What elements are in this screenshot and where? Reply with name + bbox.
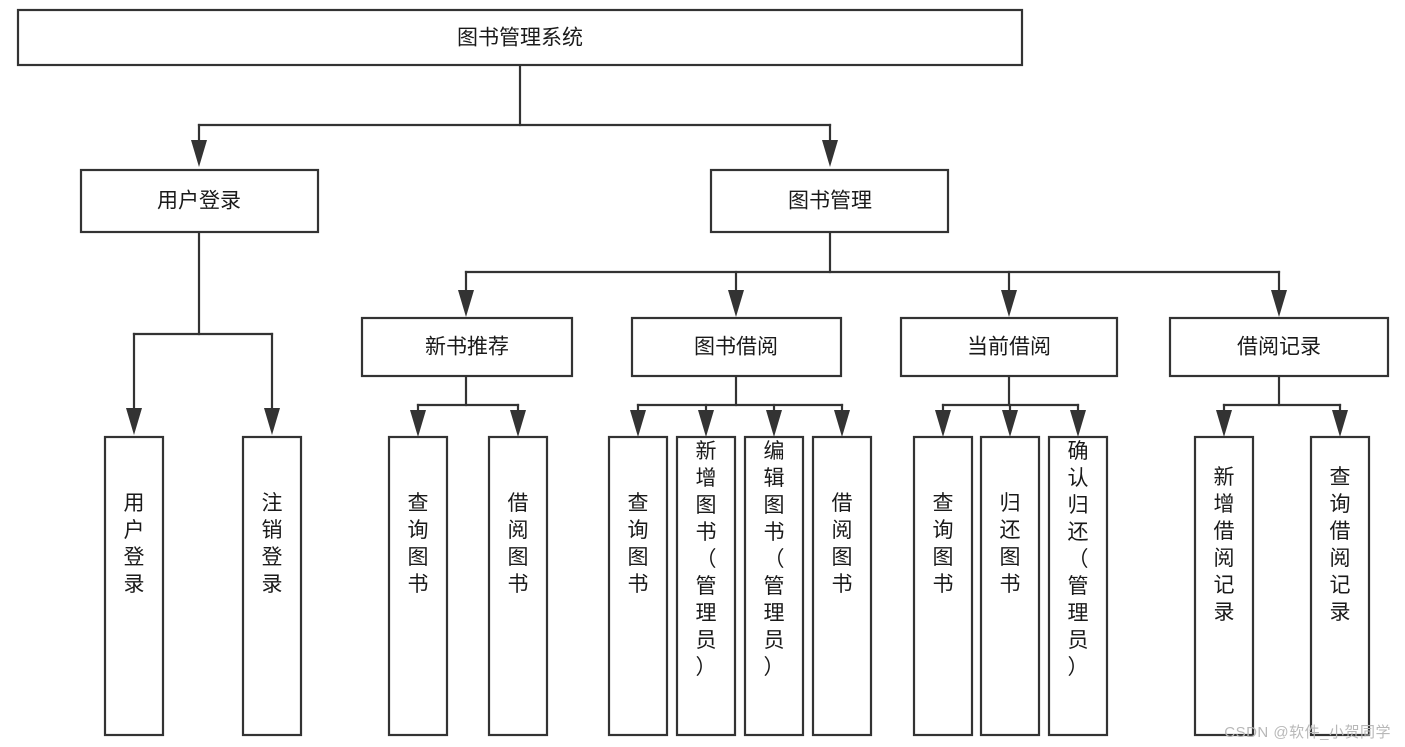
arrow-head-icon: [1216, 410, 1232, 437]
node-leaf10-label: 归还图书: [1000, 492, 1021, 596]
arrow-head-icon: [1001, 290, 1017, 317]
node-login-label: 用户登录: [157, 190, 241, 213]
node-leaf13[interactable]: 查询借阅记录: [1309, 435, 1371, 737]
node-leaf8[interactable]: 借阅图书: [811, 435, 873, 737]
connector-bookmgmt-to-level3: [458, 230, 1287, 317]
node-leaf12[interactable]: 新增借阅记录: [1193, 435, 1255, 737]
arrow-head-icon: [410, 410, 426, 437]
node-leaf6-box[interactable]: [675, 435, 737, 737]
node-newbook-box[interactable]: [360, 316, 574, 378]
node-leaf9[interactable]: 查询图书: [912, 435, 974, 737]
node-leaf12-box[interactable]: [1193, 435, 1255, 737]
node-records[interactable]: 借阅记录: [1168, 316, 1390, 378]
node-leaf11-box[interactable]: [1047, 435, 1109, 737]
node-leaf5[interactable]: 查询图书: [607, 435, 669, 737]
node-leaf13-box[interactable]: [1309, 435, 1371, 737]
node-newbook-label: 新书推荐: [425, 336, 509, 359]
node-leaf7-box[interactable]: [743, 435, 805, 737]
node-leaf11-label: 确认归还（管理员）: [1068, 440, 1089, 679]
node-login-box[interactable]: [79, 168, 320, 234]
connector-root-to-level2: [191, 63, 838, 167]
arrow-head-icon: [630, 410, 646, 437]
connector-newbook-to-leaves: [410, 374, 526, 437]
arrow-head-icon: [1002, 410, 1018, 437]
node-current-label: 当前借阅: [967, 336, 1051, 359]
node-leaf11[interactable]: 确认归还（管理员）: [1047, 435, 1109, 737]
node-records-label: 借阅记录: [1237, 336, 1321, 359]
node-leaf2-box[interactable]: [241, 435, 303, 737]
arrow-head-icon: [766, 410, 782, 437]
csdn-watermark: CSDN @软件_小贺同学: [1224, 724, 1391, 741]
arrow-head-icon: [1070, 410, 1086, 437]
node-leaf4[interactable]: 借阅图书: [487, 435, 549, 737]
node-leaf4-label: 借阅图书: [508, 492, 529, 596]
node-newbook[interactable]: 新书推荐: [360, 316, 574, 378]
node-leaf5-box[interactable]: [607, 435, 669, 737]
node-leaf6-label: 新增图书（管理员）: [696, 440, 717, 679]
arrow-head-icon: [126, 408, 142, 435]
node-bookmgmt-label: 图书管理: [788, 190, 872, 213]
arrow-head-icon: [1271, 290, 1287, 317]
node-leaf7-label: 编辑图书（管理员）: [764, 440, 785, 679]
node-borrow-label: 图书借阅: [694, 336, 778, 359]
node-root-box[interactable]: [16, 8, 1024, 67]
node-root-label: 图书管理系统: [457, 27, 583, 50]
arrow-head-icon: [698, 410, 714, 437]
node-leaf5-label: 查询图书: [628, 492, 649, 596]
node-leaf8-box[interactable]: [811, 435, 873, 737]
node-leaf1[interactable]: 用户登录: [103, 435, 165, 737]
node-leaf6[interactable]: 新增图书（管理员）: [675, 435, 737, 737]
arrow-head-icon: [458, 290, 474, 317]
node-leaf8-label: 借阅图书: [832, 492, 853, 596]
arrow-head-icon: [834, 410, 850, 437]
node-bookmgmt[interactable]: 图书管理: [709, 168, 950, 234]
node-bookmgmt-box[interactable]: [709, 168, 950, 234]
node-leaf1-box[interactable]: [103, 435, 165, 737]
arrow-head-icon: [1332, 410, 1348, 437]
node-root[interactable]: 图书管理系统: [16, 8, 1024, 67]
node-login[interactable]: 用户登录: [79, 168, 320, 234]
arrow-head-icon: [728, 290, 744, 317]
node-leaf7[interactable]: 编辑图书（管理员）: [743, 435, 805, 737]
node-leaf3-label: 查询图书: [408, 492, 429, 596]
node-leaf2[interactable]: 注销登录: [241, 435, 303, 737]
node-current-box[interactable]: [899, 316, 1119, 378]
node-borrow[interactable]: 图书借阅: [630, 316, 843, 378]
node-leaf1-label: 用户登录: [124, 492, 145, 596]
node-leaf10-box[interactable]: [979, 435, 1041, 737]
node-leaf4-box[interactable]: [487, 435, 549, 737]
arrow-head-icon: [822, 140, 838, 167]
node-leaf9-label: 查询图书: [933, 492, 954, 596]
node-leaf12-label: 新增借阅记录: [1214, 466, 1235, 624]
node-leaf3-box[interactable]: [387, 435, 449, 737]
node-leaf3[interactable]: 查询图书: [387, 435, 449, 737]
node-leaf13-label: 查询借阅记录: [1330, 466, 1351, 624]
arrow-head-icon: [264, 408, 280, 435]
connector-current-to-leaves: [935, 374, 1086, 437]
node-leaf9-box[interactable]: [912, 435, 974, 737]
arrow-head-icon: [510, 410, 526, 437]
node-leaf10[interactable]: 归还图书: [979, 435, 1041, 737]
node-current[interactable]: 当前借阅: [899, 316, 1119, 378]
node-borrow-box[interactable]: [630, 316, 843, 378]
arrow-head-icon: [935, 410, 951, 437]
arrow-head-icon: [191, 140, 207, 167]
node-records-box[interactable]: [1168, 316, 1390, 378]
connector-login-to-leaves: [126, 230, 280, 435]
connector-records-to-leaves: [1216, 374, 1348, 437]
node-leaf2-label: 注销登录: [262, 492, 283, 596]
connector-borrow-to-leaves: [630, 374, 850, 437]
